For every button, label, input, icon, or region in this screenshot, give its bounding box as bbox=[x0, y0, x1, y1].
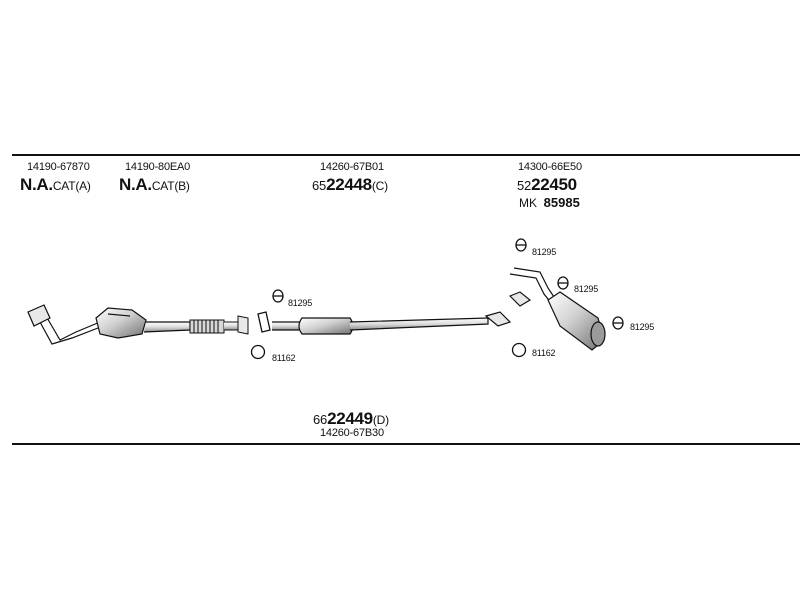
bottom-divider bbox=[12, 443, 800, 445]
part-number-label: 14260-67B01 bbox=[320, 161, 384, 173]
mk-label: MK 85985 bbox=[519, 195, 580, 210]
ring-icon bbox=[511, 342, 527, 358]
part-number-label: 14190-80EA0 bbox=[125, 161, 191, 173]
rear-muffler bbox=[508, 267, 606, 351]
part-code-rear: 5222450 bbox=[517, 175, 577, 194]
part-number-label: 14300-66E50 bbox=[518, 161, 582, 173]
gasket-icon bbox=[515, 238, 527, 252]
part-number-label: 14190-67870 bbox=[27, 161, 90, 173]
ring-icon bbox=[250, 344, 266, 360]
ring-label: 81162 bbox=[532, 348, 556, 358]
gasket-label: 81295 bbox=[288, 298, 313, 308]
cat-b-label: N.A.CAT(B) bbox=[119, 175, 190, 194]
cat-a-label: N.A.CAT(A) bbox=[20, 175, 91, 194]
gasket-label: 81295 bbox=[630, 322, 655, 332]
ring-label: 81162 bbox=[272, 353, 296, 363]
part-code-c: 6522448(C) bbox=[312, 175, 388, 194]
gasket-label: 81295 bbox=[574, 284, 599, 294]
front-pipe bbox=[27, 304, 101, 345]
gasket-label: 81295 bbox=[532, 247, 557, 257]
gasket-icon bbox=[257, 289, 284, 333]
center-muffler bbox=[272, 311, 512, 335]
top-divider bbox=[12, 154, 800, 156]
part-number-label: 14260-67B30 bbox=[320, 427, 384, 439]
flex-pipe bbox=[189, 315, 249, 335]
gasket-icon bbox=[612, 316, 624, 330]
part-code-d: 6622449(D) bbox=[313, 409, 389, 428]
catalytic-converter bbox=[95, 307, 191, 339]
gasket-icon bbox=[557, 276, 569, 290]
